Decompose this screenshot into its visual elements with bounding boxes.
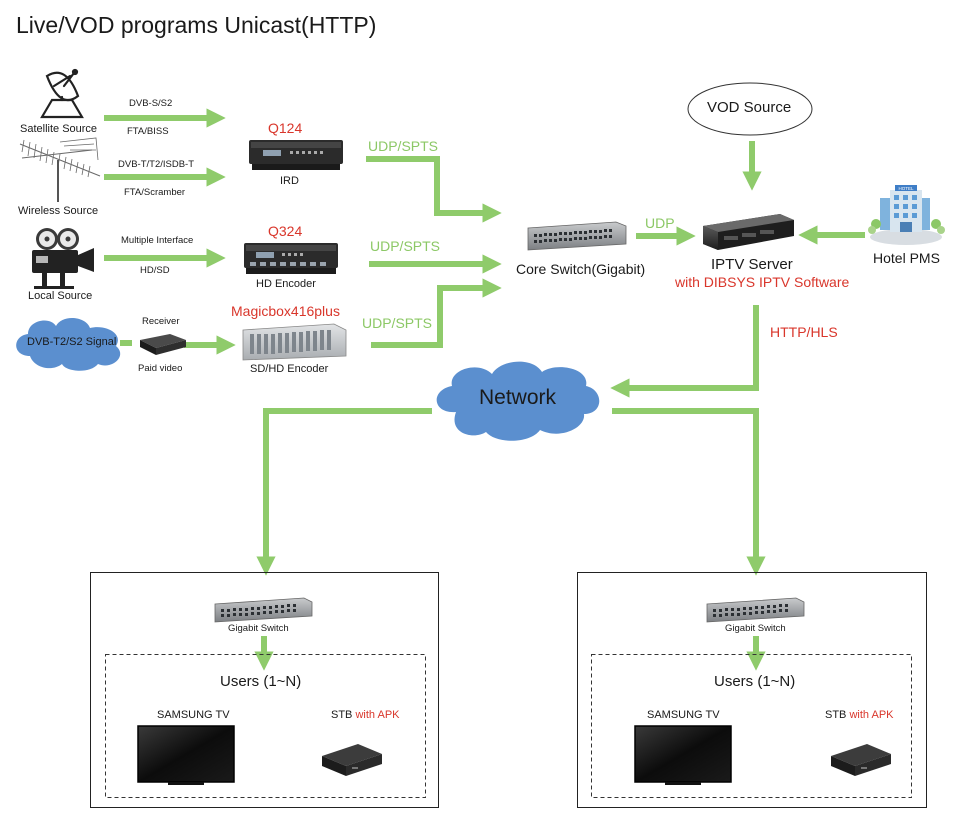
magicbox-encoder-device-icon: [242, 323, 347, 361]
hotel-sign-text: HOTEL: [898, 186, 914, 191]
receiver-label: Receiver: [142, 316, 180, 327]
dvb-signal-label: DVB-T2/S2 Signal: [27, 336, 117, 348]
hd-encoder-label: HD Encoder: [256, 278, 316, 290]
branch-box-right: [577, 572, 927, 808]
encoder-model-label: Q324: [268, 223, 303, 239]
vod-source-label: VOD Source: [707, 99, 792, 116]
ird-device-icon: [249, 140, 343, 170]
sd-hd-encoder-label: SD/HD Encoder: [250, 363, 329, 375]
gigabit-switch-left-label: Gigabit Switch: [228, 623, 289, 634]
local-interface-label: Multiple Interface: [121, 235, 194, 246]
samsung-tv-right-label: SAMSUNG TV: [647, 709, 720, 721]
hd-encoder-device-icon: [244, 243, 338, 274]
iptv-server-device-icon: [703, 214, 794, 250]
gigabit-switch-left-icon: [214, 597, 313, 623]
vod-source-ellipse: [687, 82, 813, 136]
branch-boxes: [90, 572, 927, 808]
wireless-source-label: Wireless Source: [18, 205, 99, 217]
protocol-label-udp: UDP: [645, 215, 675, 231]
ird-model-label: Q124: [268, 120, 303, 136]
arrow-network-to-branch-left: [256, 408, 432, 576]
gigabit-switch-right-label: Gigabit Switch: [725, 623, 786, 634]
hotel-building-icon: HOTEL: [868, 185, 945, 245]
core-switch-label: Core Switch(Gigabit): [516, 261, 646, 277]
samsung-tv-right-icon: [634, 725, 732, 785]
protocol-label-udp-spts-1: UDP/SPTS: [368, 138, 439, 154]
users-left-label: Users (1~N): [220, 673, 302, 690]
arrow-network-to-branch-right: [612, 408, 766, 576]
satellite-encryption-label: FTA/BISS: [127, 126, 169, 137]
network-cloud-icon: [436, 361, 600, 441]
core-switch-device-icon: [527, 221, 627, 251]
stb-left-text: STB: [331, 709, 353, 721]
users-box-left: [105, 654, 426, 798]
protocol-label-http-hls: HTTP/HLS: [770, 324, 838, 340]
stb-right-label: STB with APK: [825, 710, 894, 721]
ird-label: IRD: [280, 175, 299, 187]
users-right-label: Users (1~N): [714, 673, 796, 690]
satellite-dish-icon: [40, 68, 84, 119]
samsung-tv-left-label: SAMSUNG TV: [157, 709, 230, 721]
satellite-standard-label: DVB-S/S2: [129, 98, 173, 109]
projector-icon: [32, 228, 94, 289]
stb-right-apk-text: with APK: [849, 709, 894, 721]
iptv-software-label: with DIBSYS IPTV Software: [675, 274, 850, 290]
local-source-label: Local Source: [28, 290, 93, 302]
arrow-ird-to-core-switch: [366, 156, 502, 223]
users-box-right: [591, 654, 912, 798]
diagram-title: Live/VOD programs Unicast(HTTP): [16, 12, 377, 38]
protocol-label-udp-spts-2: UDP/SPTS: [370, 238, 441, 254]
arrow-server-to-network: [610, 305, 759, 398]
samsung-tv-left-icon: [137, 725, 235, 785]
gigabit-switch-right-icon: [706, 597, 805, 623]
iptv-server-label: IPTV Server: [711, 256, 793, 273]
stb-right-text: STB: [825, 709, 847, 721]
branch-box-left: [90, 572, 439, 808]
dvb-signal-cloud-icon: [16, 317, 121, 371]
hotel-pms-label: Hotel PMS: [873, 250, 940, 266]
local-resolution-label: HD/SD: [140, 265, 170, 276]
satellite-source-label: Satellite Source: [20, 123, 98, 135]
magicbox-model-label: Magicbox416plus: [231, 303, 340, 319]
arrow-magicbox-to-core-switch: [371, 278, 502, 348]
wireless-standard-label: DVB-T/T2/ISDB-T: [118, 159, 195, 170]
connection-arrows: [104, 108, 865, 671]
stb-right-icon: [831, 744, 891, 776]
protocol-label-udp-spts-3: UDP/SPTS: [362, 315, 433, 331]
paid-video-label: Paid video: [138, 363, 183, 374]
stb-left-label: STB with APK: [331, 710, 400, 721]
antenna-icon: [19, 137, 101, 202]
wireless-encryption-label: FTA/Scramber: [124, 187, 186, 198]
stb-left-icon: [322, 744, 382, 776]
stb-left-apk-text: with APK: [355, 709, 400, 721]
network-label: Network: [479, 386, 557, 409]
receiver-icon: [140, 334, 186, 355]
